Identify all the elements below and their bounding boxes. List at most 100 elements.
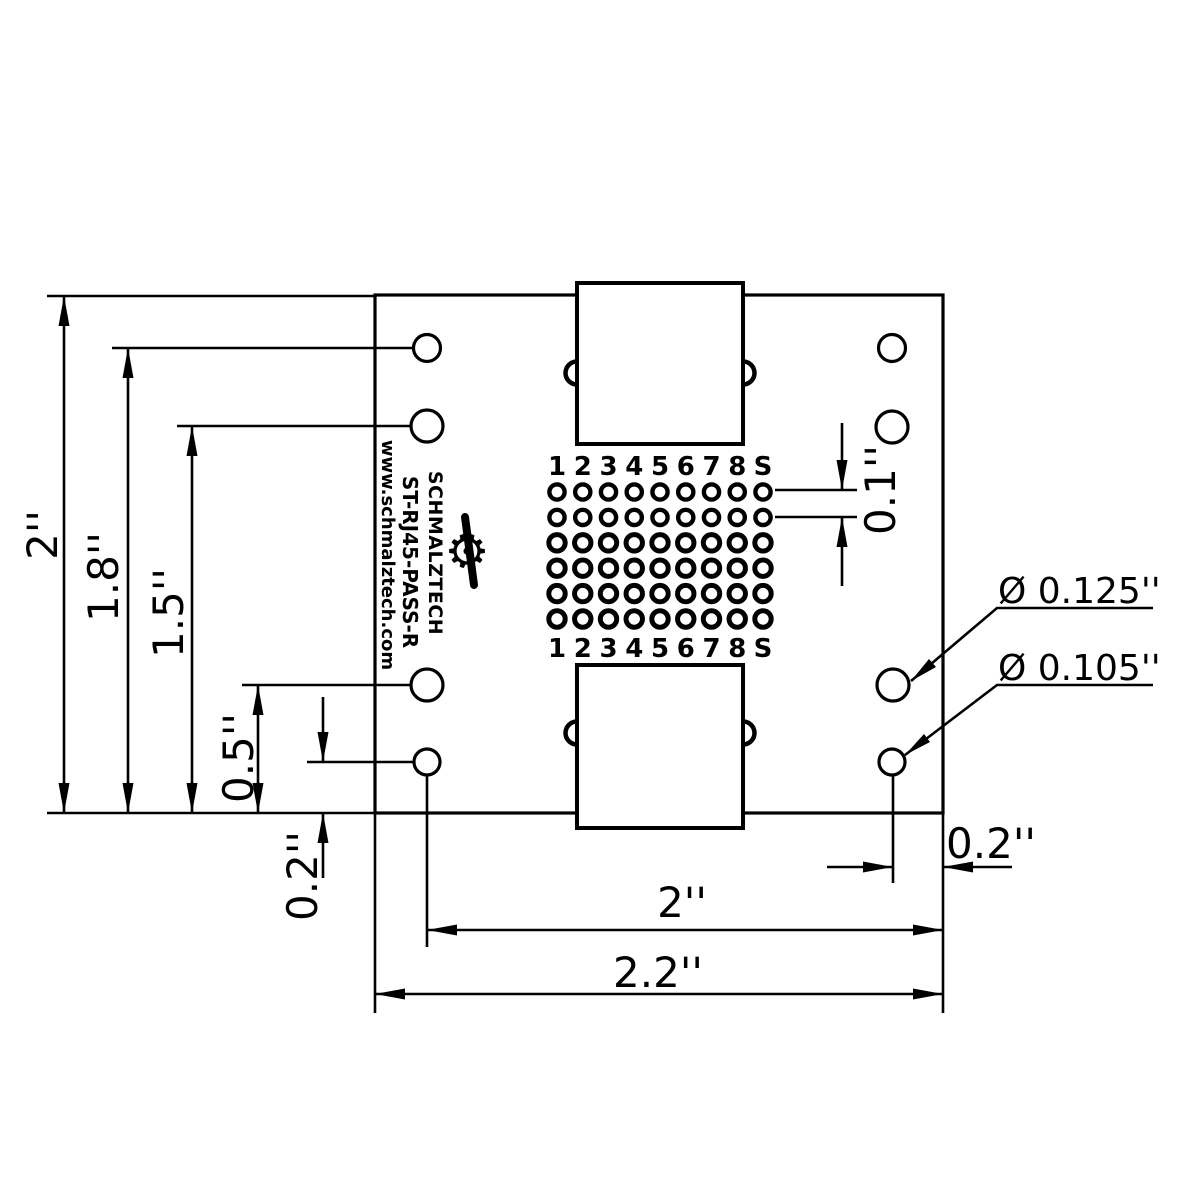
solder-pad	[572, 507, 593, 528]
silkscreen: SCHMALZTECH ST-RJ45-PASS-R www.schmalzte…	[377, 440, 494, 670]
solder-pad	[752, 557, 774, 579]
solder-pad	[675, 532, 697, 554]
silkscreen-brand: SCHMALZTECH	[424, 471, 446, 635]
solder-pad	[572, 557, 594, 579]
solder-pad	[675, 582, 697, 605]
solder-pad	[546, 557, 568, 579]
solder-pad	[675, 507, 696, 528]
solder-pad	[598, 482, 619, 502]
silkscreen-website: www.schmalztech.com	[377, 440, 398, 670]
grid-column-label: 7	[702, 634, 720, 664]
solder-pad	[598, 507, 619, 528]
solder-pad	[752, 608, 774, 630]
solder-pad	[701, 482, 722, 502]
solder-pad	[752, 582, 774, 605]
grid-column-label: S	[754, 634, 773, 664]
solder-pad	[701, 507, 722, 528]
solder-pad	[572, 482, 593, 502]
solder-pad	[753, 507, 773, 528]
grid-column-label: 7	[702, 452, 720, 482]
grid-column-label: 3	[599, 452, 617, 482]
solder-pad	[623, 557, 645, 579]
rj45-footprints	[563, 281, 757, 830]
mounting-hole-small	[411, 332, 443, 364]
solder-pad	[623, 582, 645, 605]
dim-lower-inner-hole: 0.5''	[214, 713, 263, 803]
mounting-hole-large	[875, 667, 911, 703]
grid-column-label: 3	[599, 634, 617, 664]
solder-pad	[624, 507, 645, 528]
solder-pad	[752, 532, 774, 554]
solder-pad	[597, 582, 620, 605]
silkscreen-part-number: ST-RJ45-PASS-R	[398, 476, 422, 648]
rj45-connector-top	[575, 281, 745, 446]
solder-pad	[649, 608, 671, 630]
mounting-hole-small	[876, 332, 908, 364]
dim-second-hole: 1.5''	[144, 568, 193, 658]
solder-pad	[597, 608, 620, 630]
dim-pad-pitch: 0.1''	[856, 445, 905, 535]
solder-pad	[572, 532, 594, 554]
dim-board-width: 2.2''	[613, 948, 703, 997]
grid-column-label: 6	[677, 634, 695, 664]
dim-board-height: 2''	[18, 510, 67, 560]
solder-pad	[700, 608, 723, 630]
logo-ribbon	[461, 513, 478, 589]
dimension-labels: 2'' 1.8'' 1.5'' 0.5'' 0.2'' 0.1'' 2'' 2.…	[18, 445, 1161, 997]
solder-pad-grid	[546, 482, 774, 630]
solder-pad	[572, 608, 594, 630]
mounting-hole-large	[409, 408, 445, 444]
dim-holes-span: 2''	[657, 878, 707, 927]
dim-top-hole: 1.8''	[79, 532, 128, 622]
solder-pad	[623, 608, 645, 630]
mounting-hole-large	[409, 667, 445, 703]
solder-pad	[650, 482, 670, 502]
solder-pad	[700, 532, 723, 554]
grid-column-label: 5	[651, 452, 669, 482]
solder-pad	[675, 482, 696, 502]
grid-column-label: 2	[574, 452, 592, 482]
solder-pad	[649, 532, 671, 554]
rj45-connector-bottom	[575, 663, 745, 830]
grid-column-label: 4	[625, 634, 643, 664]
callout-small-hole-diameter: Ø 0.105''	[998, 648, 1161, 689]
solder-pad	[726, 532, 748, 554]
mounting-holes	[409, 332, 911, 777]
grid-column-label: 4	[625, 452, 643, 482]
dimension-lines	[47, 294, 1153, 1013]
solder-pad	[624, 482, 645, 502]
grid-column-label: 1	[548, 452, 566, 482]
mounting-hole-large	[874, 409, 910, 445]
solder-pad	[726, 557, 748, 579]
grid-column-label: 8	[728, 634, 746, 664]
grid-column-label: 6	[677, 452, 695, 482]
grid-column-label: 5	[651, 634, 669, 664]
callout-large-hole-diameter: Ø 0.125''	[998, 571, 1161, 612]
solder-pad	[547, 507, 567, 528]
solder-pad	[675, 608, 697, 630]
dim-lower-outer-hole: 0.2''	[278, 831, 327, 921]
dimension-arrowheads	[58, 296, 973, 1000]
solder-pad	[753, 482, 773, 502]
mounting-hole-small	[877, 747, 907, 777]
solder-pad	[649, 582, 671, 605]
solder-pad	[649, 557, 671, 579]
solder-pad	[727, 507, 748, 528]
solder-pad	[700, 557, 723, 579]
solder-pad	[597, 532, 620, 554]
solder-pad	[546, 532, 568, 554]
solder-pad	[726, 608, 748, 630]
solder-pad	[700, 582, 723, 605]
grid-column-label: S	[754, 452, 773, 482]
grid-column-label: 2	[574, 634, 592, 664]
solder-pad	[623, 532, 645, 554]
dim-right-hole-edge: 0.2''	[946, 819, 1036, 868]
grid-column-label: 1	[548, 634, 566, 664]
solder-pad	[726, 582, 748, 605]
solder-pad	[546, 582, 568, 605]
solder-pad	[650, 507, 670, 528]
